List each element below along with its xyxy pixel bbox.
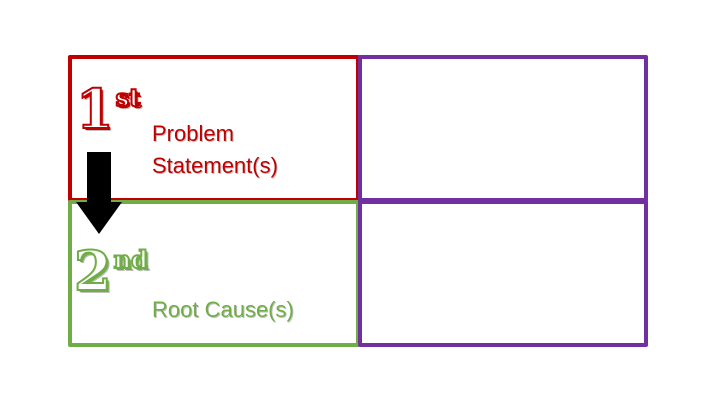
right-top-box bbox=[358, 55, 648, 202]
second-ordinal-number: 2 bbox=[73, 239, 113, 303]
second-ordinal: 2nd bbox=[73, 243, 149, 299]
right-bottom-box bbox=[358, 200, 648, 347]
problem-statement-line2: Statement(s) bbox=[152, 152, 278, 178]
first-ordinal: 1st bbox=[75, 81, 142, 137]
root-cause-label: Root Cause(s) bbox=[152, 297, 294, 322]
second-ordinal-suffix: nd bbox=[113, 245, 149, 274]
problem-statement-line1: Problem bbox=[152, 121, 234, 146]
first-ordinal-number: 1 bbox=[75, 77, 115, 141]
problem-statement-label: Problem Statement(s) bbox=[152, 118, 278, 182]
first-ordinal-suffix: st bbox=[115, 83, 142, 112]
down-arrow-icon bbox=[76, 152, 122, 234]
